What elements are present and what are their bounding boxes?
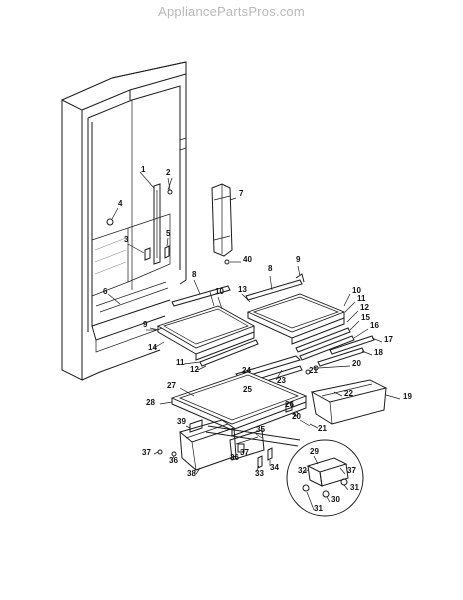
- part-label-7: 7: [239, 189, 244, 198]
- part-label-9: 9: [296, 255, 301, 264]
- part-label-38: 38: [187, 469, 196, 478]
- part-label-35: 35: [256, 425, 265, 434]
- part-2-screw: [167, 177, 173, 195]
- part-label-9: 9: [143, 320, 148, 329]
- part-label-21: 21: [309, 366, 318, 375]
- watermark: AppliancePartsPros.com: [158, 4, 305, 19]
- part-3-bracket: [127, 243, 151, 261]
- part-label-24: 24: [242, 366, 251, 375]
- part-label-6: 6: [103, 287, 108, 296]
- part-label-33: 33: [255, 469, 264, 478]
- part-label-34: 34: [270, 463, 279, 472]
- part-40-screw: [224, 259, 241, 265]
- part-label-14: 14: [148, 343, 157, 352]
- leader-lines: [146, 177, 215, 331]
- part-label-21: 21: [318, 424, 327, 433]
- part-label-3: 3: [124, 235, 129, 244]
- part-label-17: 17: [384, 335, 393, 344]
- part-label-11: 11: [176, 358, 185, 367]
- part-label-36: 36: [169, 456, 178, 465]
- part-label-13: 13: [238, 285, 247, 294]
- crisper-drawer-right: [305, 335, 401, 425]
- part-label-28: 28: [146, 398, 155, 407]
- part-label-40: 40: [243, 255, 252, 264]
- part-1-shelf-ladder: [139, 171, 161, 265]
- part-label-20: 20: [292, 412, 301, 421]
- bracket-lower-middle: [229, 429, 273, 473]
- part-label-26: 26: [285, 400, 294, 409]
- part-label-31: 31: [350, 483, 359, 492]
- part-label-37: 37: [142, 448, 151, 457]
- part-4-light-socket: [106, 207, 119, 226]
- part-5-clip: [164, 237, 170, 259]
- part-label-29: 29: [310, 447, 319, 456]
- part-label-8: 8: [268, 264, 273, 273]
- part-label-11: 11: [357, 294, 366, 303]
- part-label-12: 12: [190, 365, 199, 374]
- part-label-15: 15: [361, 313, 370, 322]
- part-label-25: 25: [243, 385, 252, 394]
- part-label-10: 10: [215, 287, 224, 296]
- part-label-20: 20: [352, 359, 361, 368]
- part-label-12: 12: [360, 303, 369, 312]
- leader-6: [107, 293, 121, 305]
- part-label-37: 37: [347, 466, 356, 475]
- part-label-30: 30: [331, 495, 340, 504]
- part-label-31: 31: [314, 504, 323, 513]
- part-label-36: 36: [230, 453, 239, 462]
- part-label-10: 10: [352, 286, 361, 295]
- part-label-32: 32: [298, 466, 307, 475]
- part-label-16: 16: [370, 321, 379, 330]
- part-label-19: 19: [403, 392, 412, 401]
- part-label-5: 5: [166, 229, 171, 238]
- part-7-air-duct: [211, 183, 237, 257]
- part-label-2: 2: [166, 168, 171, 177]
- part-label-23: 23: [277, 376, 286, 385]
- part-label-1: 1: [141, 165, 146, 174]
- shelf-right-upper: [241, 265, 369, 361]
- cabinet-liner: [61, 61, 187, 381]
- part-label-39: 39: [177, 417, 186, 426]
- part-label-27: 27: [167, 381, 176, 390]
- part-label-8: 8: [192, 270, 197, 279]
- part-label-18: 18: [374, 348, 383, 357]
- detail-inset: [205, 425, 364, 517]
- part-label-37: 37: [240, 448, 249, 457]
- part-label-22: 22: [344, 389, 353, 398]
- part-label-4: 4: [118, 199, 123, 208]
- drawer-lower-left: [153, 419, 237, 475]
